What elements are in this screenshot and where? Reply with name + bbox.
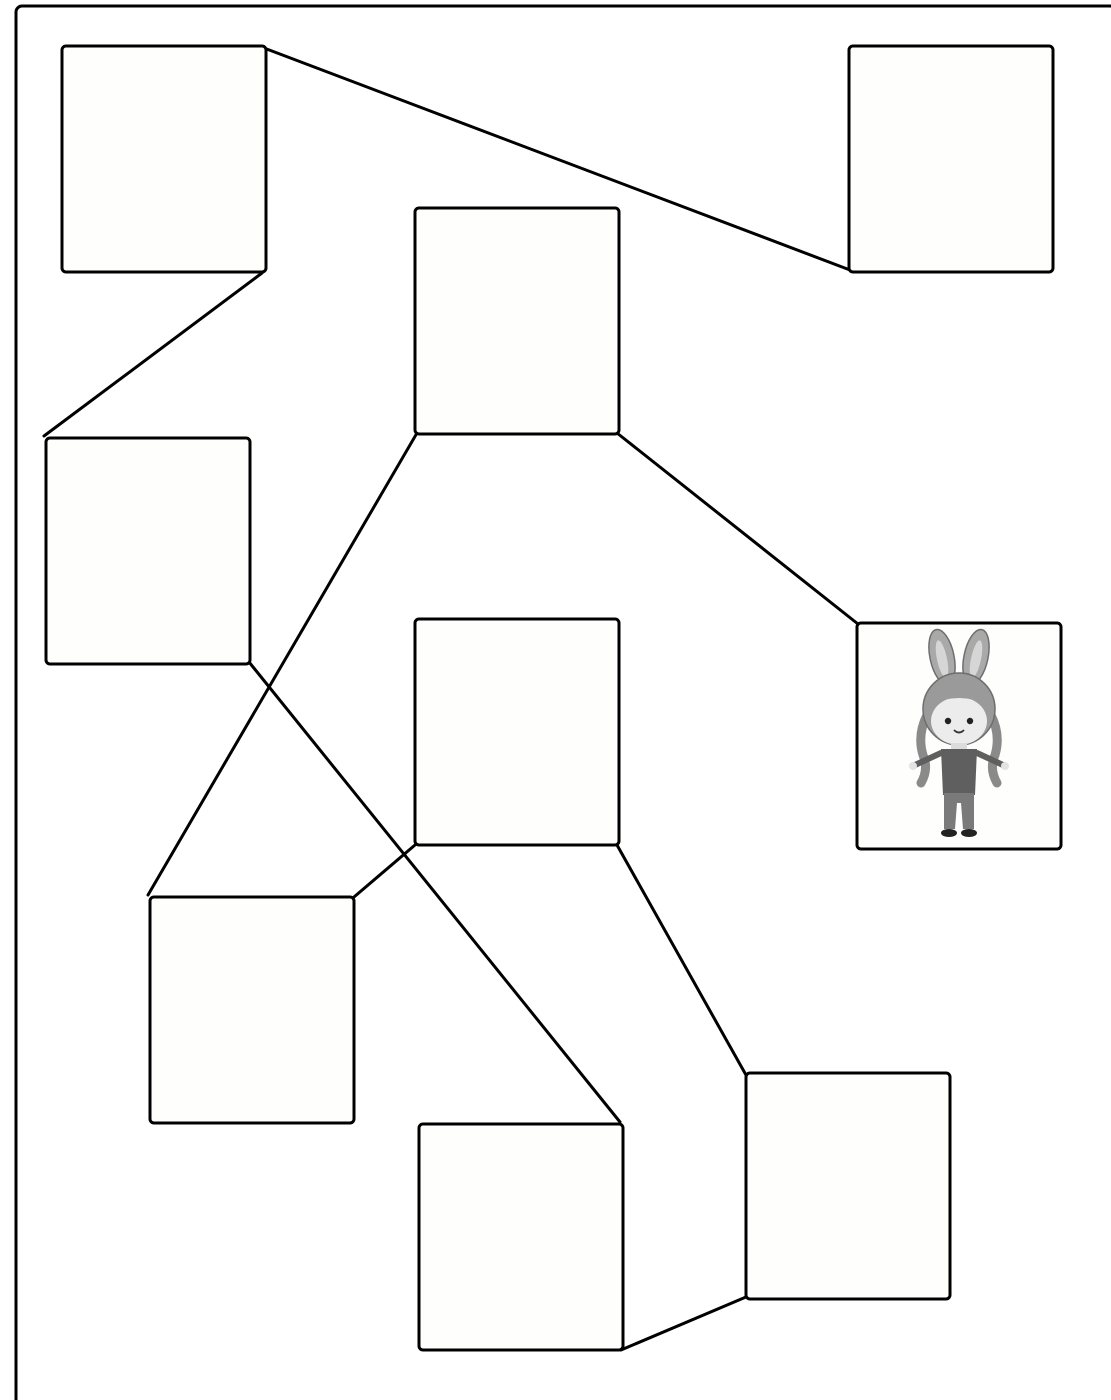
box-4 <box>46 438 250 664</box>
box-5 <box>415 619 619 845</box>
box-1 <box>62 46 266 272</box>
box-3 <box>415 208 619 434</box>
box-7 <box>150 897 354 1123</box>
box-8 <box>419 1124 623 1350</box>
box-2 <box>849 46 1053 272</box>
box-9 <box>746 1073 950 1299</box>
